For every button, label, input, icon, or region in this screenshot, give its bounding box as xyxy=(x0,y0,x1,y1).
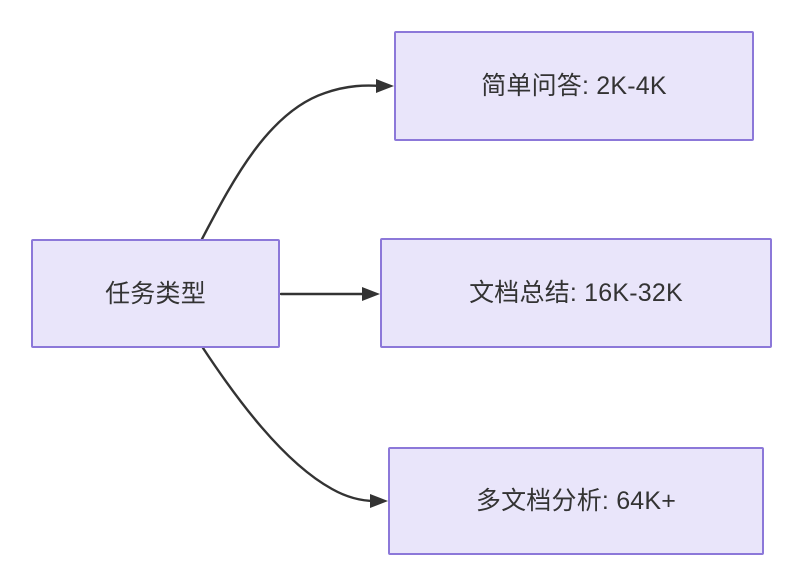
node-doc-summary[interactable]: 文档总结: 16K-32K xyxy=(380,238,772,348)
edge-to-doc-summary-arrowhead-icon xyxy=(362,287,380,301)
node-multi-doc-analysis[interactable]: 多文档分析: 64K+ xyxy=(388,447,764,555)
edge-to-multi-doc-arrowhead-icon xyxy=(370,494,388,508)
edge-to-multi-doc-path xyxy=(201,346,377,503)
node-simple-qa-label: 简单问答: 2K-4K xyxy=(481,72,667,100)
edge-to-simple-qa xyxy=(200,79,394,241)
edge-to-simple-qa-path xyxy=(200,84,383,241)
edge-to-multi-doc xyxy=(201,346,388,508)
node-task-type[interactable]: 任务类型 xyxy=(31,239,280,348)
node-multi-doc-analysis-label: 多文档分析: 64K+ xyxy=(475,487,677,515)
edge-to-doc-summary xyxy=(279,287,380,301)
node-simple-qa[interactable]: 简单问答: 2K-4K xyxy=(394,31,754,141)
node-task-type-label: 任务类型 xyxy=(105,279,206,308)
node-doc-summary-label: 文档总结: 16K-32K xyxy=(469,279,683,307)
edge-to-simple-qa-arrowhead-icon xyxy=(376,79,394,93)
